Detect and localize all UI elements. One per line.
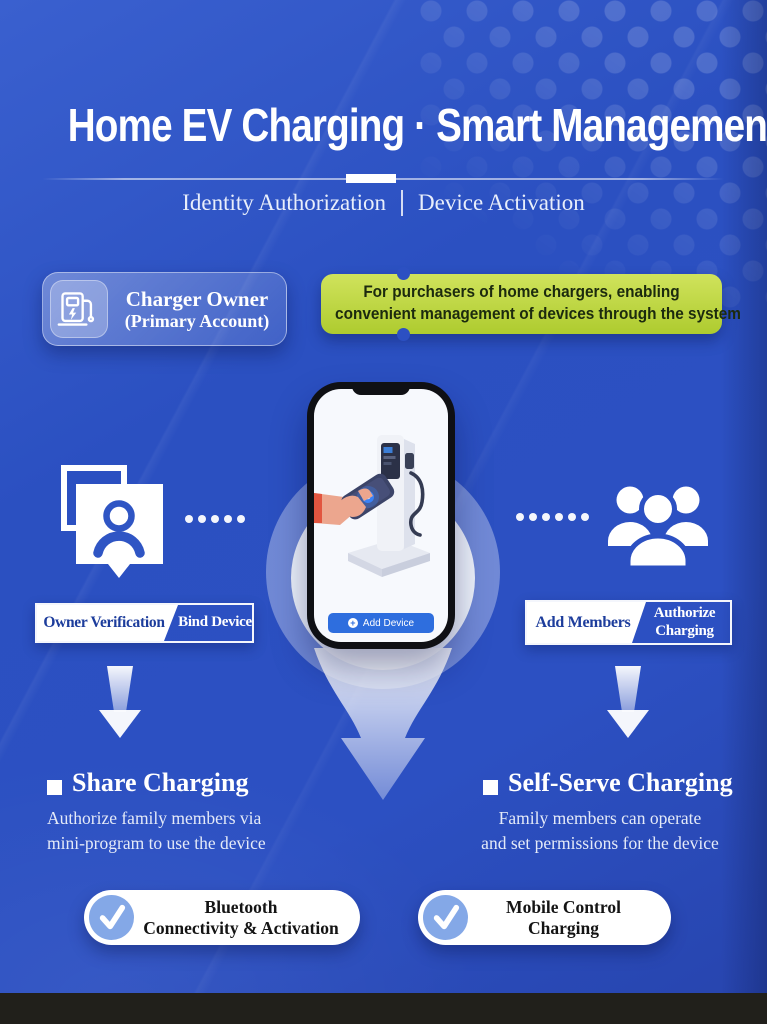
bind-device-label: Bind Device <box>178 614 252 631</box>
owner-verification-label: Owner Verification <box>43 614 165 631</box>
header-divider-accent <box>346 174 396 183</box>
subtitle-separator <box>401 190 404 216</box>
id-card-person-icon <box>61 465 163 578</box>
ev-charger-icon <box>50 280 108 338</box>
bottom-bar <box>0 993 767 1024</box>
add-members-label: Add Members <box>535 613 631 631</box>
family-group-icon <box>608 486 708 568</box>
page-title: Home EV Charging · Smart Management <box>67 99 767 151</box>
left-step-label-fill <box>37 605 178 641</box>
down-arrow-right <box>607 666 649 738</box>
add-device-button[interactable]: + Add Device <box>328 613 434 633</box>
subtitle-right: Device Activation <box>418 190 585 215</box>
subtitle-left: Identity Authorization <box>182 190 387 215</box>
dot-pattern-decor <box>420 0 767 310</box>
share-bullet <box>47 780 62 795</box>
share-description: Authorize family members via mini-progra… <box>47 808 266 853</box>
bluetooth-feature-pill: Bluetooth Connectivity & Activation <box>84 890 360 945</box>
subtitle: Identity Authorization Device Activation <box>0 190 767 216</box>
intro-banner: For purchasers of home chargers, enablin… <box>321 267 741 341</box>
left-step-label: Owner Verification Bind Device <box>35 603 254 643</box>
dotted-connector-left <box>185 515 245 523</box>
authorize-charging-label: Authorize Charging <box>653 605 716 639</box>
phone-notch <box>352 382 410 395</box>
banner-notch-top <box>397 267 410 280</box>
self-serve-description: Family members can operate and set permi… <box>481 808 719 853</box>
right-step-label-fill <box>527 602 646 643</box>
down-arrow-left <box>99 666 141 738</box>
bluetooth-feature-text: Bluetooth Connectivity & Activation <box>143 896 339 938</box>
center-flow-arrow <box>314 648 452 800</box>
share-heading: Share Charging <box>72 768 249 797</box>
phone-screen: + Add Device <box>314 389 448 642</box>
dotted-connector-right <box>516 513 589 521</box>
banner-notch-bottom <box>397 328 410 341</box>
charger-owner-badge: Charger Owner (Primary Account) <box>42 272 287 346</box>
plus-circle-icon: + <box>347 618 358 628</box>
right-step-label: Add Members Authorize Charging <box>525 600 732 645</box>
charger-owner-label: Charger Owner (Primary Account) <box>124 286 270 331</box>
self-serve-heading: Self-Serve Charging <box>508 768 733 797</box>
charger-scan-illustration <box>314 435 430 577</box>
check-icon <box>89 895 134 940</box>
check-icon <box>423 895 468 940</box>
mobile-control-pill: Mobile Control Charging <box>418 890 671 945</box>
mobile-control-text: Mobile Control Charging <box>506 896 621 938</box>
phone-mockup: + Add Device <box>307 382 455 649</box>
self-serve-bullet <box>483 780 498 795</box>
